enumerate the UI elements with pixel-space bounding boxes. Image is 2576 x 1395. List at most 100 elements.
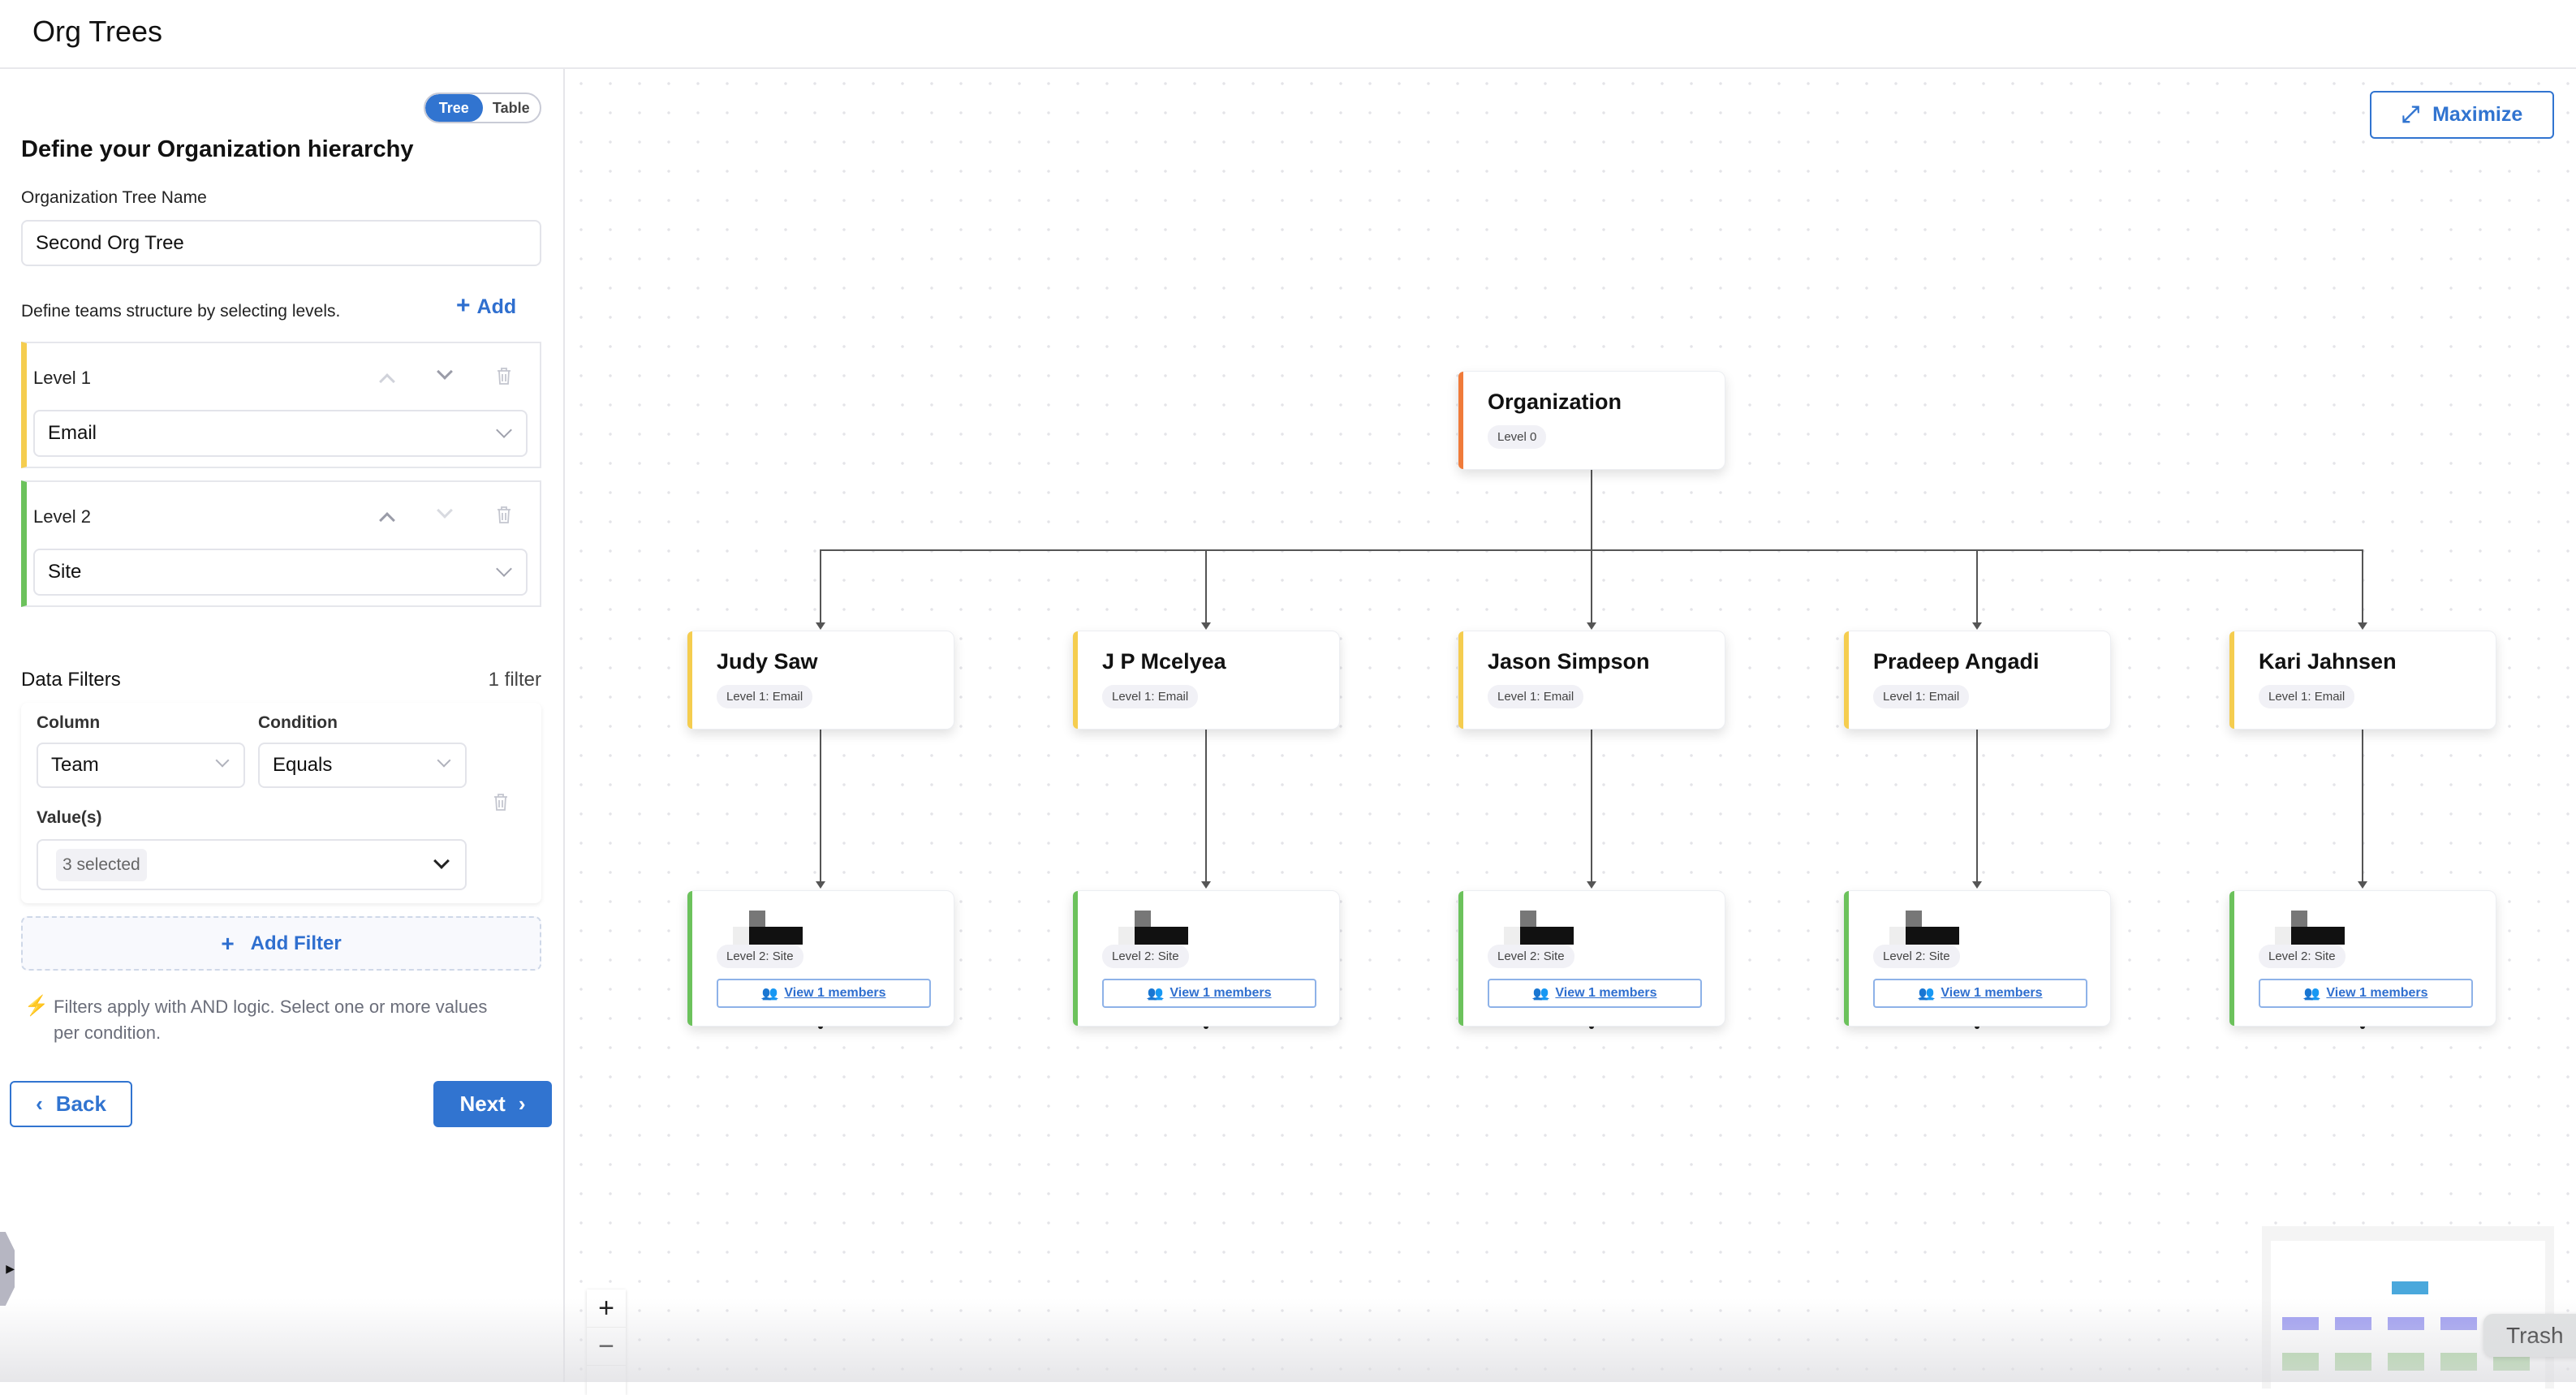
arrow-head <box>1201 622 1211 630</box>
toggle-tree[interactable]: Tree <box>425 94 483 122</box>
minimap[interactable] <box>2262 1226 2554 1395</box>
level1-node[interactable]: J P Mcelyea Level 1: Email <box>1072 631 1340 730</box>
view-members-button[interactable]: 👥 View 1 members <box>717 979 931 1008</box>
toggle-table[interactable]: Table <box>492 99 530 116</box>
level-1-value: Email <box>48 422 97 444</box>
view-members-label: View 1 members <box>784 986 886 1000</box>
maximize-label: Maximize <box>2432 103 2523 126</box>
zoom-in-button[interactable]: + <box>587 1290 626 1328</box>
column-label: Column <box>37 713 101 732</box>
level2-node[interactable]: Level 2: Site 👥View 1 members <box>1458 890 1725 1027</box>
zoom-out-button[interactable]: − <box>587 1328 626 1366</box>
level-badge: Level 2: Site <box>717 945 803 968</box>
node-name: Jason Simpson <box>1488 649 1650 674</box>
users-icon: 👥 <box>761 987 778 1001</box>
level1-node[interactable]: Jason Simpson Level 1: Email <box>1458 631 1725 730</box>
maximize-button[interactable]: ⤢ Maximize <box>2370 91 2554 139</box>
tree-name-input[interactable]: Second Org Tree <box>21 220 541 266</box>
handle <box>2360 1024 2365 1029</box>
view-members-button[interactable]: 👥View 1 members <box>1873 979 2087 1008</box>
trash-icon[interactable] <box>496 505 512 524</box>
delete-filter-icon[interactable] <box>493 792 509 812</box>
column-select[interactable]: Team <box>37 743 245 788</box>
handle <box>818 1024 823 1029</box>
add-label: Add <box>476 295 517 318</box>
minimap-level2 <box>2388 1353 2424 1371</box>
level-badge: Level 1: Email <box>1102 685 1199 708</box>
level2-node[interactable]: Level 2: Site 👥View 1 members <box>1072 890 1340 1027</box>
arrow-head <box>816 622 825 630</box>
expand-icon: ⤢ <box>2401 101 2420 127</box>
arrow-head <box>1972 881 1982 889</box>
view-members-button[interactable]: 👥View 1 members <box>1102 979 1316 1008</box>
redacted-name <box>1488 911 1585 946</box>
level2-node[interactable]: Level 2: Site 👥 View 1 members <box>687 890 954 1027</box>
level2-node[interactable]: Level 2: Site 👥View 1 members <box>1843 890 2111 1027</box>
node-accent <box>687 631 692 729</box>
level-2-select[interactable]: Site <box>33 549 528 596</box>
move-up-icon[interactable] <box>379 512 395 528</box>
chevron-down-icon <box>496 561 512 577</box>
back-label: Back <box>55 1091 106 1116</box>
handle <box>1204 1024 1208 1029</box>
trash-icon[interactable] <box>496 366 512 385</box>
minimap-level1 <box>2282 1317 2319 1330</box>
app-header: Org Trees <box>0 0 2576 69</box>
plus-icon: + <box>221 930 235 956</box>
level1-node[interactable]: Pradeep Angadi Level 1: Email <box>1843 631 2111 730</box>
move-down-icon[interactable] <box>437 502 453 519</box>
level-2-value: Site <box>48 561 82 583</box>
add-level-button[interactable]: +Add <box>456 292 517 319</box>
edge <box>1976 730 1978 884</box>
move-down-icon[interactable] <box>437 364 453 380</box>
chevron-left-icon: ‹ <box>36 1091 43 1116</box>
view-members-label: View 1 members <box>1170 986 1272 1000</box>
edge <box>2362 730 2363 884</box>
chevron-down-icon <box>215 753 230 768</box>
level-badge: Level 1: Email <box>717 685 813 708</box>
plus-icon: + <box>456 292 471 319</box>
arrow-head <box>1587 622 1596 630</box>
level1-node[interactable]: Judy Saw Level 1: Email <box>687 631 954 730</box>
arrow-head <box>1972 622 1982 630</box>
fit-view-button[interactable] <box>587 1366 626 1395</box>
play-icon: ▶ <box>6 1262 15 1275</box>
page-title: Org Trees <box>32 15 163 48</box>
level-badge: Level 1: Email <box>1488 685 1584 708</box>
level-1-select[interactable]: Email <box>33 410 528 457</box>
levels-hint: Define teams structure by selecting leve… <box>21 302 341 321</box>
values-select[interactable]: 3 selected <box>37 839 467 890</box>
level-badge: Level 2: Site <box>1102 945 1189 968</box>
node-accent <box>2229 631 2234 729</box>
move-up-icon[interactable] <box>379 373 395 390</box>
node-accent <box>1458 631 1463 729</box>
expand-handle[interactable]: ▶ <box>0 1232 15 1306</box>
level2-node[interactable]: Level 2: Site 👥View 1 members <box>2229 890 2496 1027</box>
level-badge: Level 2: Site <box>1873 945 1960 968</box>
level1-node[interactable]: Kari Jahnsen Level 1: Email <box>2229 631 2496 730</box>
node-accent <box>1458 372 1463 469</box>
level-badge: Level 1: Email <box>2259 685 2355 708</box>
condition-label: Condition <box>258 713 338 732</box>
next-label: Next <box>459 1091 506 1116</box>
node-name: J P Mcelyea <box>1102 649 1226 674</box>
view-members-button[interactable]: 👥View 1 members <box>1488 979 1702 1008</box>
add-filter-button[interactable]: +Add Filter <box>21 916 541 971</box>
node-accent <box>2229 891 2234 1026</box>
edge <box>1205 550 1207 625</box>
next-button[interactable]: Next› <box>433 1081 552 1127</box>
level-badge: Level 0 <box>1488 425 1547 449</box>
users-icon: 👥 <box>2303 987 2320 1001</box>
condition-select[interactable]: Equals <box>258 743 467 788</box>
minimap-level1 <box>2440 1317 2477 1330</box>
handle <box>1975 1024 1979 1029</box>
level-badge: Level 2: Site <box>1488 945 1574 968</box>
trash-tooltip: Trash <box>2483 1314 2576 1357</box>
view-members-button[interactable]: 👥View 1 members <box>2259 979 2473 1008</box>
root-node[interactable]: Organization Level 0 <box>1458 371 1725 470</box>
chevron-down-icon <box>437 753 451 768</box>
back-button[interactable]: ‹ Back <box>10 1081 132 1127</box>
minimap-level2 <box>2335 1353 2371 1371</box>
redacted-name <box>1102 911 1200 946</box>
node-name: Judy Saw <box>717 649 818 674</box>
